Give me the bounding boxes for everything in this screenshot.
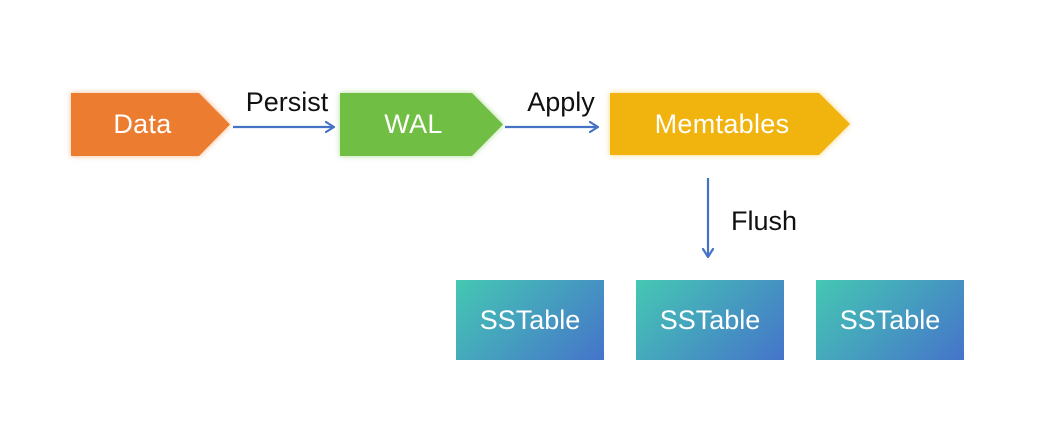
node-sstable-1: SSTable <box>456 280 604 360</box>
node-memtables: Memtables <box>610 93 850 155</box>
sstable-3-label: SSTable <box>839 304 941 335</box>
wal-shape: WAL <box>340 93 503 156</box>
apply-label: Apply <box>527 87 595 117</box>
flush-label: Flush <box>731 206 798 236</box>
node-data: Data <box>71 93 230 156</box>
sstable-1-label: SSTable <box>479 304 581 335</box>
data-label: Data <box>113 109 172 139</box>
wal-label: WAL <box>384 109 443 139</box>
node-wal: WAL <box>340 93 503 156</box>
memtables-shape: Memtables <box>610 93 850 155</box>
data-shape: Data <box>71 93 230 156</box>
memtables-label: Memtables <box>654 108 790 139</box>
sstable-2-label: SSTable <box>659 304 761 335</box>
persist-label: Persist <box>245 87 329 117</box>
node-sstable-2: SSTable <box>636 280 784 360</box>
node-sstable-3: SSTable <box>816 280 964 360</box>
